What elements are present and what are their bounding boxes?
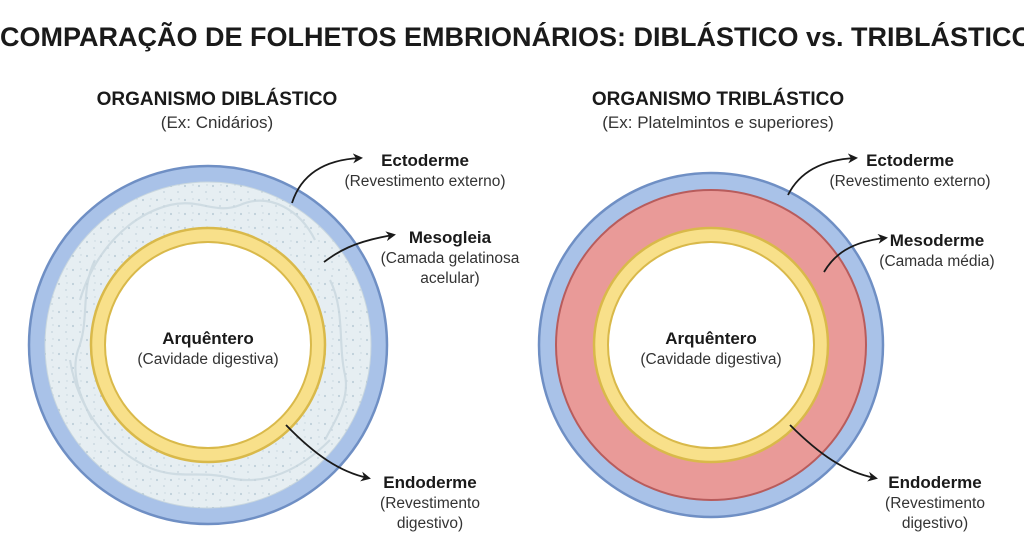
triploblastic-example: (Ex: Platelmintos e superiores) <box>602 113 834 132</box>
diplo-endoderm-desc-2: digestivo) <box>396 515 464 532</box>
triplo-endoderm-label: Endoderme (Revestimento digestivo) <box>855 472 1015 534</box>
triplo-archenteron-desc: (Cavidade digestiva) <box>640 351 782 368</box>
triplo-endoderm-desc-2: digestivo) <box>901 515 969 532</box>
mesoderm-name: Mesoderme <box>889 231 985 250</box>
triplo-archenteron-label: Arquêntero (Cavidade digestiva) <box>611 328 811 370</box>
diplo-archenteron-label: Arquêntero (Cavidade digestiva) <box>108 328 308 370</box>
arrow-diplo-endoderm <box>285 424 371 482</box>
triplo-ectoderm-label: Ectoderme (Revestimento externo) <box>800 150 1020 192</box>
arrow-triplo-ectoderm <box>787 153 858 196</box>
diplo-archenteron-name: Arquêntero <box>162 329 254 348</box>
triplo-ectoderm-desc: (Revestimento externo) <box>829 173 991 190</box>
triploblastic-header: ORGANISMO TRIBLÁSTICO (Ex: Platelmintos … <box>543 88 893 134</box>
triploblastic-archenteron <box>607 241 815 449</box>
mesoglea-desc-1: (Camada gelatinosa <box>380 250 520 267</box>
triplo-ectoderm-name: Ectoderme <box>866 151 954 170</box>
diplo-endoderm-label: Endoderme (Revestimento digestivo) <box>350 472 510 534</box>
diploblastic-archenteron <box>104 241 312 449</box>
diplo-ectoderm-desc: (Revestimento externo) <box>344 173 506 190</box>
mesoderm-desc: (Camada média) <box>879 253 995 270</box>
diplo-archenteron-desc: (Cavidade digestiva) <box>137 351 279 368</box>
mesoglea-name: Mesogleia <box>408 228 492 247</box>
triploblastic-heading: ORGANISMO TRIBLÁSTICO <box>591 89 845 110</box>
diplo-ectoderm-name: Ectoderme <box>381 151 469 170</box>
mesoglea-label: Mesogleia (Camada gelatinosa acelular) <box>355 227 545 289</box>
diploblastic-header: ORGANISMO DIBLÁSTICO (Ex: Cnidários) <box>67 88 367 134</box>
mesoglea-fibers <box>68 199 348 482</box>
triplo-endoderm-name: Endoderme <box>888 473 982 492</box>
diploblastic-heading: ORGANISMO DIBLÁSTICO <box>96 89 338 110</box>
arrow-mesoderm <box>823 233 888 273</box>
diploblastic-diagram <box>27 164 389 526</box>
arrow-mesoglea <box>323 231 396 263</box>
triplo-archenteron-name: Arquêntero <box>665 329 757 348</box>
page-title: COMPARAÇÃO DE FOLHETOS EMBRIONÁRIOS: DIB… <box>0 22 1024 52</box>
mesoglea-desc-2: acelular) <box>420 270 480 287</box>
diplo-ectoderm-label: Ectoderme (Revestimento externo) <box>310 150 540 192</box>
diplo-endoderm-desc-1: (Revestimento <box>380 495 480 512</box>
diplo-endoderm-name: Endoderme <box>383 473 477 492</box>
triplo-endoderm-desc-1: (Revestimento <box>885 495 985 512</box>
arrow-triplo-endoderm <box>789 424 878 482</box>
mesoderm-label: Mesoderme (Camada média) <box>862 230 1012 272</box>
diploblastic-example: (Ex: Cnidários) <box>160 113 274 132</box>
arrow-diplo-ectoderm <box>291 153 363 204</box>
